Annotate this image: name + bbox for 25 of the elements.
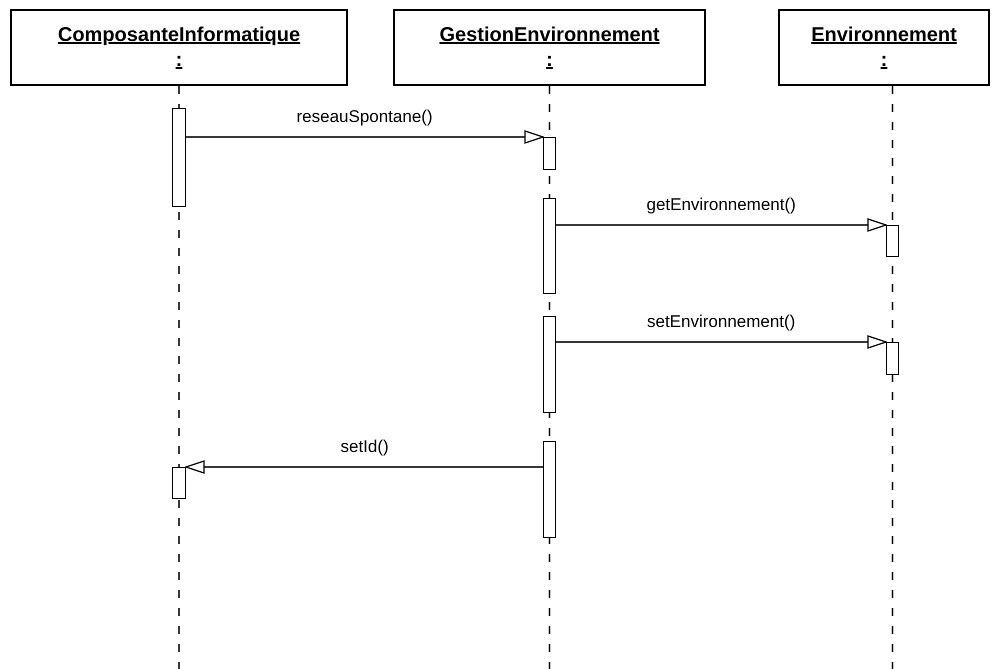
activation-bar [172, 108, 186, 207]
instance-marker: : [880, 49, 888, 72]
message-label: reseauSpontane() [296, 107, 433, 127]
activation-bar [543, 198, 556, 294]
activation-bar [172, 467, 186, 499]
message-label: setEnvironnement() [647, 312, 796, 332]
activation-bar [543, 316, 556, 413]
instance-marker: : [546, 49, 553, 72]
activation-bar [543, 441, 556, 538]
object-name: ComposanteInformatique [58, 24, 300, 47]
object-box [10, 9, 348, 86]
activation-bar [543, 137, 556, 170]
object-box [393, 9, 706, 86]
message-arrow [186, 130, 544, 144]
object-name: Environnement [811, 24, 957, 47]
object-name: GestionEnvironnement [439, 24, 660, 47]
activation-bar [886, 342, 899, 375]
object-box [778, 9, 990, 86]
message-arrow [556, 335, 887, 349]
message-label: getEnvironnement() [646, 195, 796, 215]
message-arrow [556, 218, 887, 232]
message-label: setId() [340, 437, 389, 457]
message-arrow [185, 460, 543, 474]
activation-bar [886, 225, 899, 257]
instance-marker: : [176, 49, 182, 72]
